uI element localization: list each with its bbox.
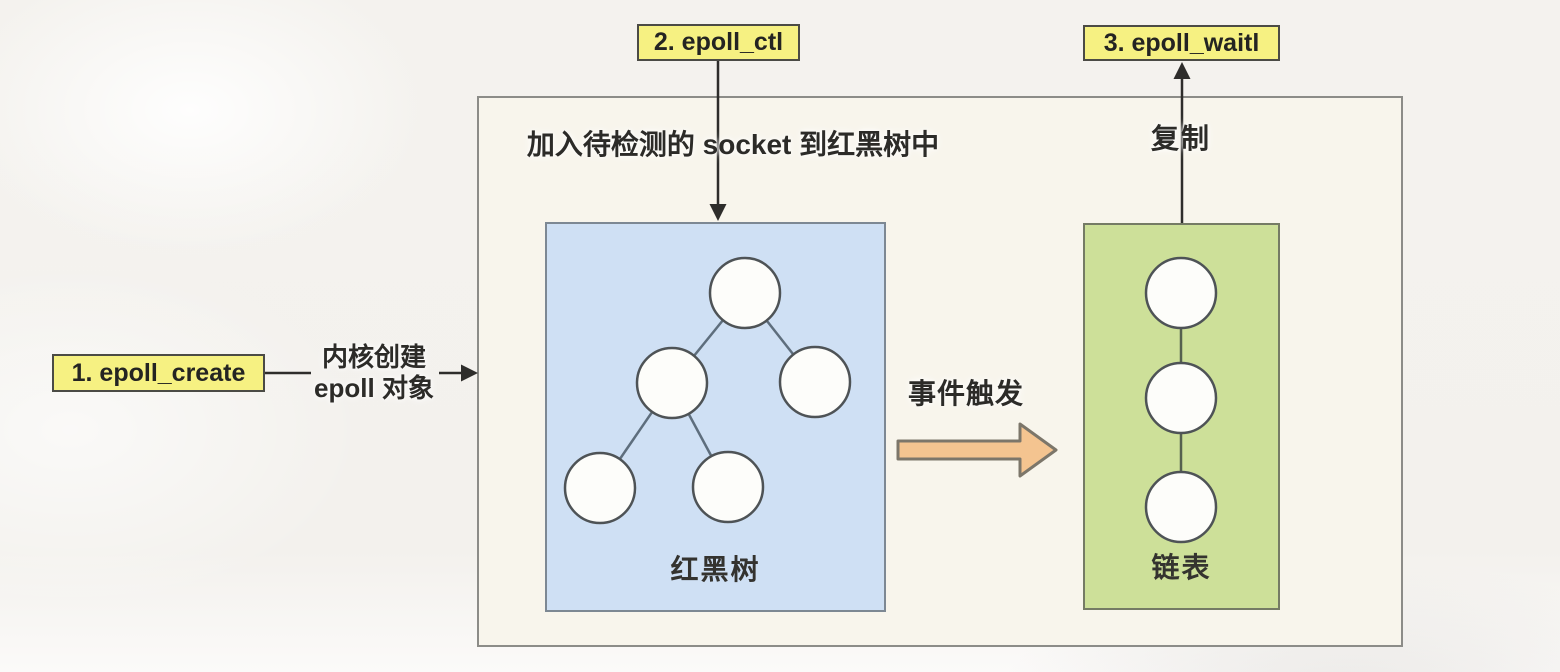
linkedlist-label: 链表: [1151, 552, 1212, 583]
annotation-event-trigger: 事件触发: [907, 378, 1025, 409]
rbtree-label: 红黑树: [670, 554, 761, 585]
rbtree-box: 红黑树: [545, 222, 886, 612]
step-epoll-ctl-label: 2. epoll_ctl: [653, 28, 784, 56]
step-epoll-create-label: 1. epoll_create: [71, 358, 246, 387]
annotation-add-socket: 加入待检测的 socket 到红黑树中: [526, 129, 940, 160]
annotation-kernel-create-line1: 内核创建: [321, 342, 426, 372]
annotation-kernel-create: 内核创建 epoll 对象: [314, 342, 434, 404]
step-epoll-wait-label: 3. epoll_waitl: [1103, 28, 1260, 57]
step-epoll-wait: 3. epoll_waitl: [1083, 25, 1280, 61]
step-epoll-ctl: 2. epoll_ctl: [637, 24, 800, 61]
annotation-copy: 复制: [1150, 123, 1212, 154]
linkedlist-box: 链表: [1083, 223, 1280, 610]
step-epoll-create: 1. epoll_create: [52, 354, 265, 392]
annotation-kernel-create-line2: epoll 对象: [314, 373, 434, 403]
